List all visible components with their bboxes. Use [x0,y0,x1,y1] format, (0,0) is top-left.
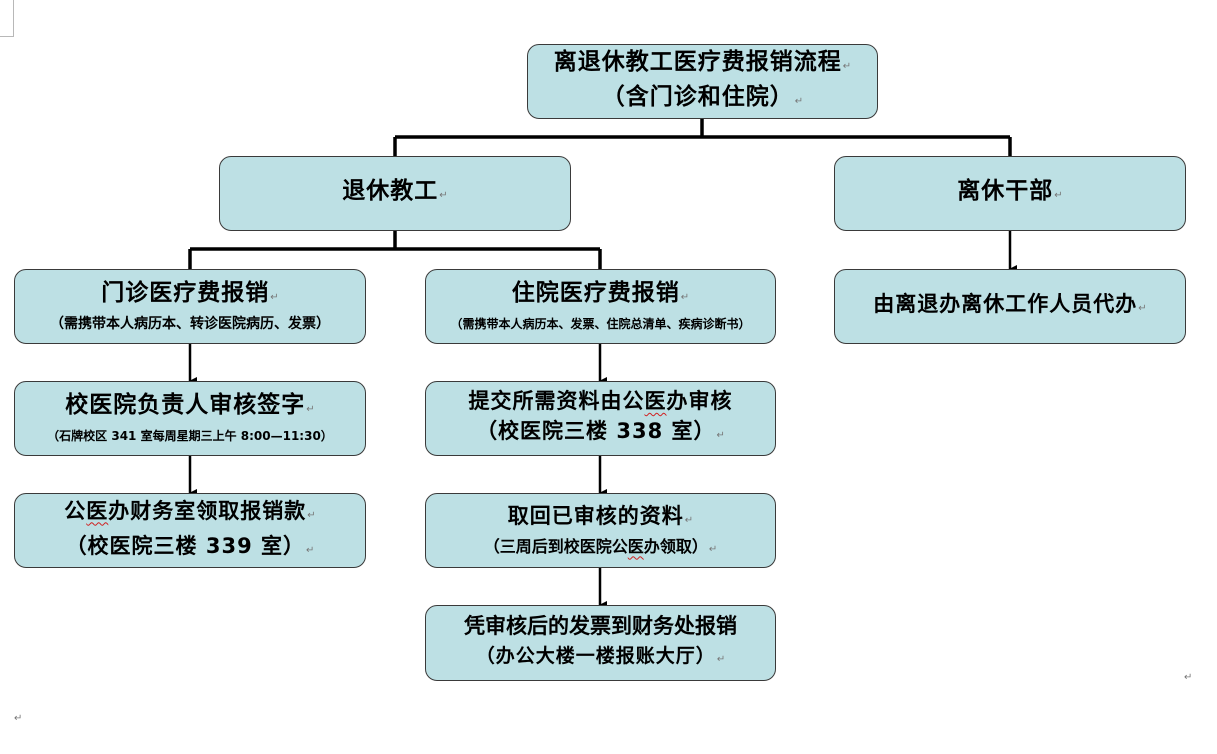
paragraph-mark-icon [307,510,315,521]
hospital-sign-title: 校医院负责人审核签字 [65,390,314,425]
paragraph-mark-icon [1054,190,1062,201]
outpatient-note: （需携带本人病历本、转诊医院病历、发票） [50,316,330,332]
submit-review-box: 提交所需资料由公医办审核 （校医院三楼 338 室） [425,381,776,456]
collect-payment-note: （校医院三楼 339 室） [66,531,315,566]
paragraph-mark-icon [306,404,314,415]
paragraph-mark-icon [270,292,278,303]
submit-review-title: 提交所需资料由公医办审核 [468,389,733,413]
collect-payment-title: 公医办财务室领取报销款 [64,496,315,531]
retired-branch-connector [188,231,602,269]
inpatient-reimbursement-box: 住院医疗费报销 （需携带本人病历本、发票、住院总清单、疾病诊断书） [425,269,776,344]
paragraph-mark-icon: ↵ [1184,672,1193,683]
root-title: 离退休教工医疗费报销流程 [554,47,851,82]
retired-cadre-title: 离休干部 [957,176,1062,211]
retired-staff-box: 退休教工 [219,156,571,231]
outpatient-title: 门诊医疗费报销 [101,278,278,313]
inpatient-note: （需携带本人病历本、发票、住院总清单、疾病诊断书） [450,317,751,331]
finance-reimburse-box: 凭审核后的发票到财务处报销 （办公大楼一楼报账大厅） [425,605,776,681]
paragraph-mark-icon [709,544,717,555]
finance-reimburse-note: （办公大楼一楼报账大厅） [476,641,725,675]
retrieve-documents-title: 取回已审核的资料 [508,501,693,536]
paragraph-mark-icon [843,61,851,72]
page-corner-mark [0,0,14,37]
paragraph-mark-icon [685,515,693,526]
paragraph-mark-icon [681,292,689,303]
paragraph-mark-icon: ↵ [14,713,23,724]
root-process-box: 离退休教工医疗费报销流程 （含门诊和住院） [527,44,878,119]
retired-cadre-box: 离休干部 [834,156,1186,231]
retired-staff-title: 退休教工 [342,176,447,211]
paragraph-mark-icon [1138,303,1146,314]
outpatient-reimbursement-box: 门诊医疗费报销 （需携带本人病历本、转诊医院病历、发票） [14,269,366,344]
paragraph-mark-icon [717,430,725,441]
cadre-agent-text: 由离退办离休工作人员代办 [873,289,1146,324]
paragraph-mark-icon [439,190,447,201]
paragraph-mark-icon [795,96,803,107]
collect-payment-box: 公医办财务室领取报销款 （校医院三楼 339 室） [14,493,366,568]
root-branch-connector [393,119,1012,156]
hospital-sign-note: （石牌校区 341 室每周星期三上午 8:00—11:30） [47,429,333,443]
finance-reimburse-title: 凭审核后的发票到财务处报销 [464,614,737,638]
hospital-sign-box: 校医院负责人审核签字 （石牌校区 341 室每周星期三上午 8:00—11:30… [14,381,366,456]
retrieve-documents-note: （三周后到校医院公医办领取） [484,536,717,561]
paragraph-mark-icon [306,545,314,556]
root-subtitle: （含门诊和住院） [602,82,803,117]
paragraph-mark-icon [717,654,725,665]
cadre-agent-box: 由离退办离休工作人员代办 [834,269,1186,344]
retrieve-documents-box: 取回已审核的资料 （三周后到校医院公医办领取） [425,493,776,568]
inpatient-title: 住院医疗费报销 [512,278,689,313]
submit-review-note: （校医院三楼 338 室） [476,416,725,451]
